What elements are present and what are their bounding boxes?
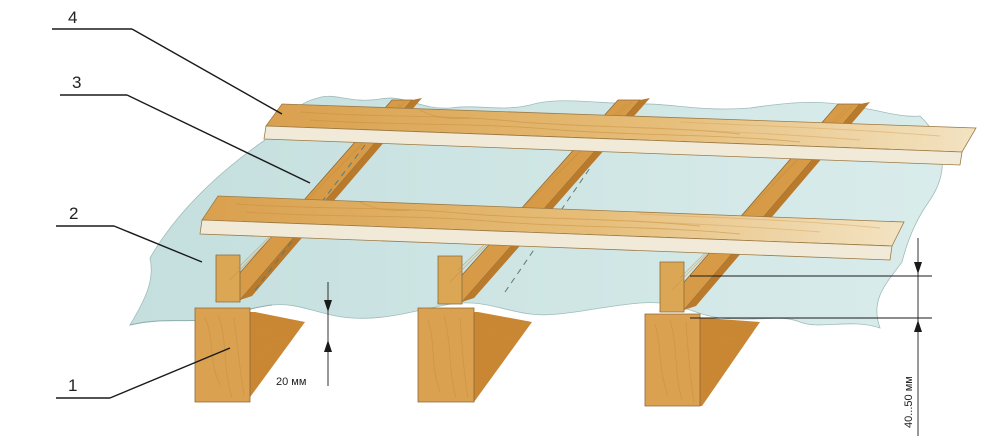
batten-upper-front	[263, 125, 963, 166]
rafter-right	[644, 313, 760, 407]
label-membrane: 2	[69, 204, 78, 223]
batten-lower-front	[199, 219, 893, 261]
rafter-right-front	[644, 313, 701, 407]
rafter-middle-side	[470, 312, 532, 402]
rafter-left	[194, 307, 305, 403]
callouts: 4 3 2 1	[52, 8, 311, 399]
dimension-counter-batten: 40...50 мм	[690, 238, 932, 436]
label-batten: 4	[68, 8, 77, 27]
rafter-middle	[417, 307, 532, 403]
batten-upper	[263, 103, 977, 166]
batten-lower	[199, 195, 905, 261]
rafters	[194, 307, 760, 407]
battens	[199, 103, 977, 261]
rafter-left-side	[244, 312, 305, 400]
dimension-counter-batten-label: 40...50 мм	[903, 376, 915, 428]
dimension-gap-label: 20 мм	[276, 376, 306, 388]
label-rafter: 1	[68, 376, 77, 395]
rafter-left-front	[194, 307, 251, 403]
rafter-right-side	[696, 318, 760, 406]
dimension-gap: 20 мм	[276, 282, 332, 388]
rafter-middle-front	[417, 307, 475, 403]
label-counter-batten: 3	[72, 73, 81, 92]
